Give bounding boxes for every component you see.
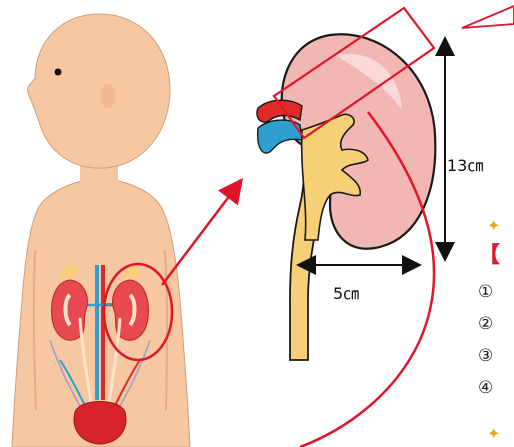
bladder — [74, 402, 126, 445]
kidney-height-label: 13㎝ — [447, 152, 483, 176]
list-bracket: 【 — [478, 237, 500, 269]
section-pointer — [462, 6, 514, 28]
list-marker-2: ② — [478, 314, 493, 334]
child-figure — [12, 14, 190, 447]
list-marker-1: ① — [478, 282, 493, 302]
child-ear — [100, 84, 116, 108]
child-eye — [55, 69, 62, 76]
kidney-enlarged — [257, 6, 514, 360]
star-icon-bottom: ✦ — [487, 424, 500, 443]
list-marker-4: ④ — [478, 378, 493, 398]
star-icon: ✦ — [487, 216, 500, 235]
kidney-width-label: 5㎝ — [333, 280, 359, 304]
list-marker-3: ③ — [478, 346, 493, 366]
child-head — [28, 14, 170, 168]
zoom-arrow — [162, 182, 240, 285]
